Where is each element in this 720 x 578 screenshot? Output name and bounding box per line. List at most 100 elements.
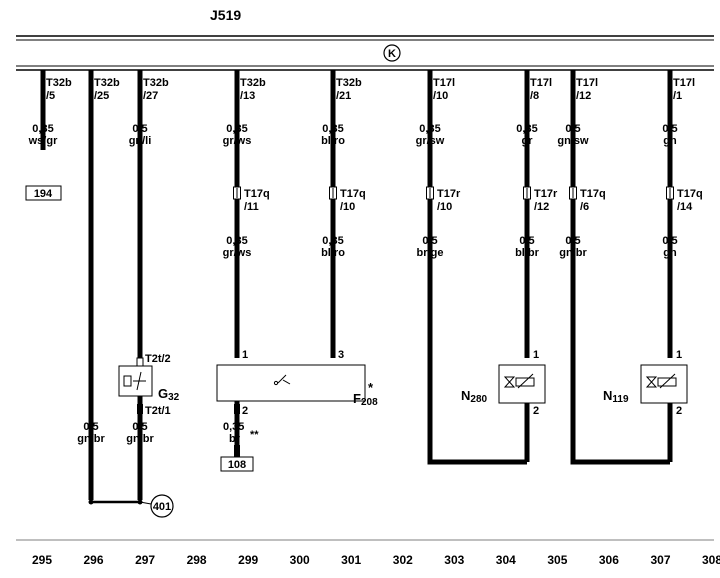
- conn-0: T32b: [46, 77, 72, 89]
- f208-star: *: [368, 380, 374, 395]
- pin-4: /21: [336, 90, 351, 102]
- color2-2: gn/br: [126, 433, 154, 445]
- color-7: gn/sw: [557, 135, 589, 147]
- module-name: J519: [210, 7, 241, 23]
- size2-7: 0,5: [565, 235, 580, 247]
- n280-label: N280: [461, 388, 488, 405]
- component-g32: G32: [118, 365, 180, 403]
- color-0: ws/gr: [28, 135, 58, 147]
- column-number: 299: [238, 553, 258, 567]
- g32-label: G32: [158, 386, 180, 403]
- color2-8: gn: [663, 247, 677, 259]
- size-7: 0,5: [565, 123, 580, 135]
- pin-1: /25: [94, 90, 109, 102]
- column-number: 303: [444, 553, 464, 567]
- pin-in-4: 3: [338, 349, 344, 361]
- conn-7: T17l: [576, 77, 598, 89]
- column-number: 302: [393, 553, 413, 567]
- column-number: 296: [83, 553, 103, 567]
- size-5: 0,35: [419, 123, 440, 135]
- size2-5: 0,5: [422, 235, 437, 247]
- size2-4: 0,35: [322, 235, 343, 247]
- module-symbol-label: K: [388, 48, 396, 60]
- component-n119: N119: [603, 364, 688, 405]
- component-n280: N280: [461, 364, 546, 405]
- pin-top-8: 1: [676, 349, 682, 361]
- column-number: 301: [341, 553, 361, 567]
- conn-1: T32b: [94, 77, 120, 89]
- color2-1: gn/br: [77, 433, 105, 445]
- size-4: 0,35: [322, 123, 343, 135]
- ref-box-194: [25, 185, 62, 201]
- module-symbol: K: [383, 44, 401, 62]
- f208-ref: 108: [228, 459, 246, 471]
- f208-wire-color: br: [229, 433, 241, 445]
- ground-ref-401: 401: [150, 494, 174, 518]
- color2-4: bl/ro: [321, 247, 345, 259]
- size-2: 0,5: [132, 123, 147, 135]
- pin-5: /10: [433, 90, 448, 102]
- conn-6: T17l: [530, 77, 552, 89]
- conn-4: T32b: [336, 77, 362, 89]
- pin-bot-8: 2: [676, 405, 682, 417]
- f208-label: F208: [353, 391, 378, 408]
- pin-top-6: 1: [533, 349, 539, 361]
- pin-3: /13: [240, 90, 255, 102]
- column-number: 306: [599, 553, 619, 567]
- color-8: gn: [663, 135, 677, 147]
- column-number: 305: [547, 553, 567, 567]
- pin-6: /8: [530, 90, 539, 102]
- size-8: 0,5: [662, 123, 677, 135]
- plug-name-7: T17q: [580, 188, 606, 200]
- column-number: 304: [496, 553, 516, 567]
- n119-label: N119: [603, 388, 629, 405]
- plug-pin-8: /14: [677, 201, 693, 213]
- column-number: 298: [187, 553, 207, 567]
- g32-plug-top: T2t/2: [145, 353, 171, 365]
- column-number: 295: [32, 553, 52, 567]
- size-6: 0,35: [516, 123, 537, 135]
- plug-pin-5: /10: [437, 201, 452, 213]
- label-group: T32b/50,35ws/grT32b/25T32b/270,5gn/liT32…: [25, 77, 703, 445]
- color-2: gn/li: [129, 135, 152, 147]
- wire-group: [40, 70, 674, 500]
- color-3: gr/ws: [223, 135, 252, 147]
- pin-0: /5: [46, 90, 55, 102]
- size2-2: 0,5: [132, 421, 147, 433]
- color-4: bl/ro: [321, 135, 345, 147]
- conn-5: T17l: [433, 77, 455, 89]
- conn-2: T32b: [143, 77, 169, 89]
- size-3: 0,35: [226, 123, 247, 135]
- g32-plug-bot: T2t/1: [145, 405, 171, 417]
- column-number: 308: [702, 553, 720, 567]
- size2-6: 0,5: [519, 235, 534, 247]
- pin-in-3: 1: [242, 349, 248, 361]
- conn-8: T17l: [673, 77, 695, 89]
- conn-3: T32b: [240, 77, 266, 89]
- component-f208: * F208 2 0,35 br ** 108: [216, 364, 378, 472]
- f208-pin-out: 2: [242, 405, 248, 417]
- size2-3: 0,35: [226, 235, 247, 247]
- pin-8: /1: [673, 90, 682, 102]
- pin-2: /27: [143, 90, 158, 102]
- pin-7: /12: [576, 90, 591, 102]
- size-0: 0,35: [32, 123, 53, 135]
- size2-1: 0,5: [83, 421, 98, 433]
- ground-ref-label: 401: [153, 501, 171, 513]
- column-number: 300: [290, 553, 310, 567]
- ref-194: 194: [34, 188, 53, 200]
- color2-5: br/ge: [417, 247, 444, 259]
- color2-7: gn/br: [559, 247, 587, 259]
- plug-name-3: T17q: [244, 188, 270, 200]
- f208-wire-size: 0,35: [223, 421, 244, 433]
- size2-8: 0,5: [662, 235, 677, 247]
- color-5: gr/sw: [416, 135, 445, 147]
- pin-bot-6: 2: [533, 405, 539, 417]
- plug-pin-4: /10: [340, 201, 355, 213]
- plug-name-8: T17q: [677, 188, 703, 200]
- f208-stars: **: [250, 429, 259, 441]
- plug-name-6: T17r: [534, 188, 558, 200]
- column-number: 297: [135, 553, 155, 567]
